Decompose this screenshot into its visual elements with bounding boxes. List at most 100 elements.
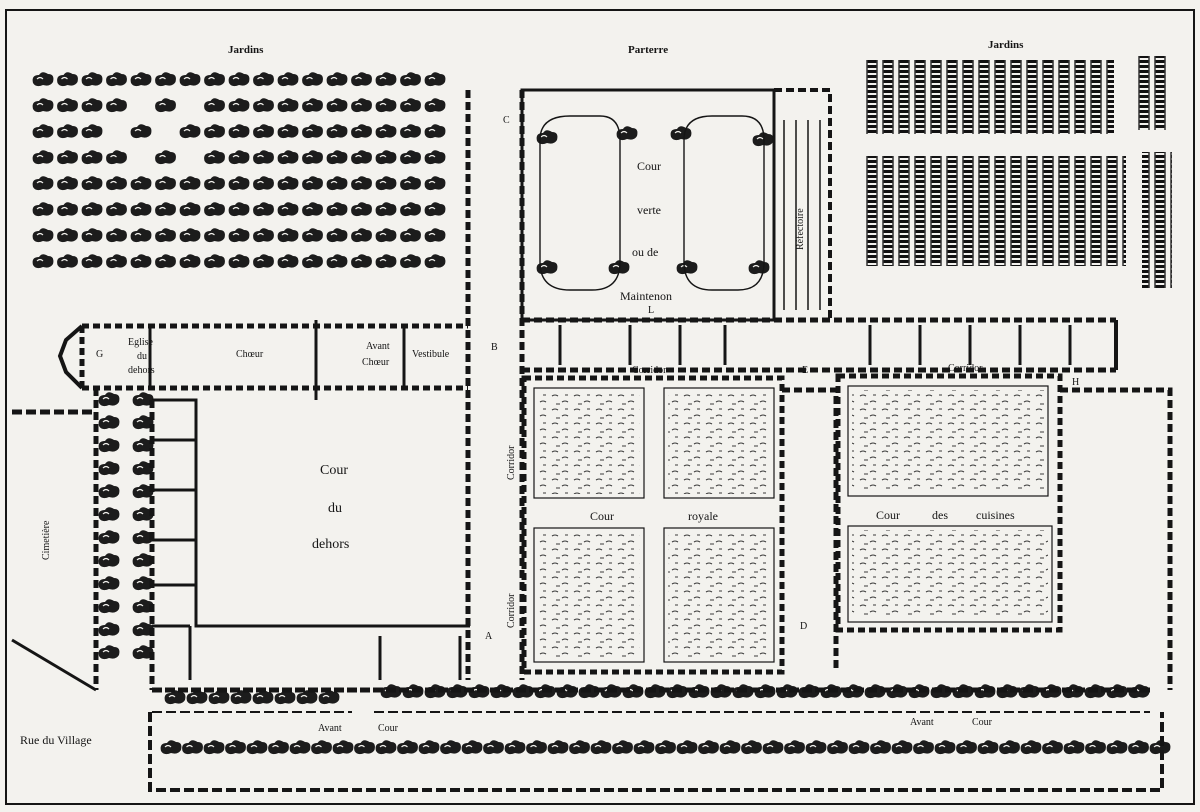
tree-icon	[397, 740, 418, 755]
tree-icon	[155, 72, 176, 87]
tree-icon	[440, 740, 461, 755]
hedge-block-bottom-far	[1142, 152, 1172, 288]
tree-icon	[155, 176, 176, 191]
tree-icon	[302, 202, 323, 217]
label-jardins-right: Jardins	[988, 39, 1024, 51]
label-refectoire: Réfectoire	[795, 208, 806, 250]
tree-icon	[296, 690, 318, 705]
tree-icon	[999, 740, 1020, 755]
tree-icon	[351, 228, 372, 243]
tree-icon	[277, 176, 299, 191]
tree-icon	[98, 507, 120, 522]
tree-icon	[332, 740, 354, 755]
building-walls	[11, 88, 1173, 792]
tree-icon	[228, 72, 250, 87]
tree-icon	[132, 622, 154, 637]
tree-icon	[302, 150, 323, 165]
tree-icon	[106, 228, 127, 243]
tree-icon	[106, 150, 127, 165]
label-avant-choeur-1: Avant	[366, 341, 390, 352]
tree-icon	[913, 740, 934, 755]
tree-icon	[106, 72, 127, 87]
tree-icon	[676, 740, 698, 755]
label-letter-g: G	[96, 349, 104, 360]
tree-icon	[1063, 740, 1085, 755]
tree-icon	[253, 228, 274, 243]
tree-icon	[132, 438, 154, 453]
tree-icon	[203, 740, 225, 755]
parterre-beds	[539, 115, 765, 291]
tree-icon	[504, 740, 526, 755]
tree-icon	[461, 740, 483, 755]
label-cour-dehors-1: Cour	[320, 463, 348, 478]
tree-icon	[277, 254, 299, 269]
tree-icon	[106, 202, 127, 217]
tree-icon	[228, 254, 250, 269]
tree-icon	[418, 740, 440, 755]
tree-icon	[354, 740, 375, 755]
tree-icon	[752, 132, 774, 147]
label-corridor-top-left: Corridor	[632, 365, 667, 376]
garden-hedges	[866, 56, 1172, 288]
tree-icon	[424, 72, 446, 87]
tree-icon	[155, 98, 176, 113]
tree-icon	[179, 72, 201, 87]
label-letter-l: L	[648, 305, 655, 316]
tree-icon	[934, 740, 956, 755]
label-cimetiere: Cimetière	[41, 520, 52, 560]
tree-icon	[547, 740, 569, 755]
tree-icon	[375, 124, 397, 139]
tree-icon	[98, 461, 120, 476]
tree-icon	[155, 150, 176, 165]
tree-icon	[160, 740, 182, 755]
tree-icon	[132, 576, 154, 591]
tree-icon	[351, 176, 372, 191]
tree-icon	[302, 124, 323, 139]
tree-icon	[228, 176, 250, 191]
tree-icon	[98, 392, 120, 407]
label-corridor-top-right: Corridor	[948, 363, 983, 374]
tree-icon	[228, 202, 250, 217]
tree-icon	[351, 98, 372, 113]
tree-icon	[1149, 740, 1171, 755]
tree-icon	[400, 72, 421, 87]
tree-icon	[155, 228, 176, 243]
tree-icon	[274, 690, 296, 705]
tree-icon	[98, 438, 120, 453]
tree-icon	[130, 124, 152, 139]
tree-icon	[179, 228, 201, 243]
label-jardins-left: Jardins	[228, 44, 264, 56]
tree-icon	[741, 740, 762, 755]
tree-icon	[375, 98, 397, 113]
tree-icon	[977, 740, 999, 755]
tree-icon	[302, 98, 323, 113]
label-vestibule: Vestibule	[412, 349, 450, 360]
tree-icon	[132, 392, 154, 407]
tree-icon	[81, 228, 103, 243]
tree-icon	[1020, 740, 1042, 755]
label-letter-a: A	[485, 631, 493, 642]
tree-icon	[32, 72, 54, 87]
label-cour-cuisines-2: des	[932, 508, 948, 522]
tree-icon	[326, 202, 348, 217]
tree-icon	[132, 484, 154, 499]
tree-icon	[375, 150, 397, 165]
tree-icon	[98, 622, 120, 637]
label-parterre: Parterre	[628, 44, 669, 56]
tree-icon	[318, 690, 340, 705]
label-avant-cour-right-2: Cour	[972, 717, 992, 728]
tree-icon	[655, 740, 676, 755]
tree-icon	[246, 740, 268, 755]
tree-icon	[132, 507, 154, 522]
tree-icon	[130, 72, 152, 87]
label-letter-d: D	[800, 621, 808, 632]
tree-icon	[57, 124, 78, 139]
tree-icon	[179, 254, 201, 269]
tree-icon	[424, 98, 446, 113]
hedge-block-top-far	[1134, 56, 1168, 130]
label-eglise-2: du	[137, 351, 147, 362]
label-choeur: Chœur	[236, 349, 264, 360]
tree-icon	[375, 228, 397, 243]
tree-icon	[326, 124, 348, 139]
tree-icon	[762, 740, 784, 755]
